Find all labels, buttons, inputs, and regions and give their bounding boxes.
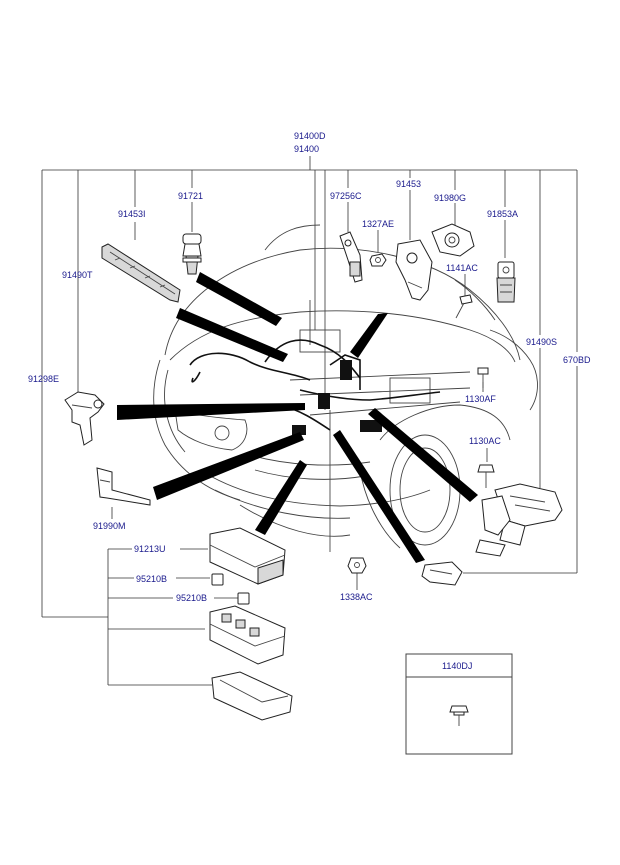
pointer-arrows <box>117 272 478 563</box>
label-1327AE[interactable]: 1327AE <box>362 219 394 229</box>
nut-1338AC[interactable] <box>347 557 367 574</box>
label-1338AC[interactable]: 1338AC <box>340 592 373 602</box>
bracket-91990M[interactable] <box>96 467 151 506</box>
fuse-box-middle[interactable] <box>209 605 286 665</box>
connector-91853A[interactable] <box>496 261 516 303</box>
label-97256C[interactable]: 97256C <box>330 191 362 201</box>
label-91213U[interactable]: 91213U <box>134 544 166 554</box>
sensor-bracket-91453[interactable] <box>395 239 433 301</box>
bracket-670BD[interactable] <box>421 561 463 586</box>
fuse-box-lower-tray[interactable] <box>211 671 293 721</box>
unit-91980G[interactable] <box>431 223 475 257</box>
label-95210B-2[interactable]: 95210B <box>176 593 207 603</box>
bolt-1130AF[interactable] <box>477 367 489 388</box>
label-91490S[interactable]: 91490S <box>526 337 557 347</box>
engine-wiring <box>189 339 441 435</box>
connector-bracket-91453I[interactable] <box>101 243 181 303</box>
relay-95210B-1[interactable] <box>211 573 224 586</box>
bolt-1141AC[interactable] <box>455 294 473 319</box>
bolt-1130AC[interactable] <box>477 464 495 488</box>
label-91400[interactable]: 91400 <box>294 144 319 154</box>
inset-box-1140DJ: 1140DJ <box>405 653 513 755</box>
protector-91298E[interactable] <box>64 391 105 446</box>
vehicle-front-outline <box>153 224 538 549</box>
label-91400D[interactable]: 91400D <box>294 131 326 141</box>
bolt-1140DJ[interactable] <box>449 705 469 726</box>
label-670BD[interactable]: 670BD <box>563 355 591 365</box>
label-91721[interactable]: 91721 <box>178 191 203 201</box>
label-1130AC[interactable]: 1130AC <box>469 436 501 446</box>
fuse-box-91213U[interactable] <box>209 527 286 585</box>
label-1140DJ[interactable]: 1140DJ <box>442 661 472 671</box>
label-91990M[interactable]: 91990M <box>93 521 126 531</box>
label-91853A[interactable]: 91853A <box>487 209 518 219</box>
label-91453[interactable]: 91453 <box>396 179 421 189</box>
label-1130AF[interactable]: 1130AF <box>465 394 496 404</box>
grommet-91721[interactable] <box>182 233 202 275</box>
label-91298E[interactable]: 91298E <box>28 374 59 384</box>
nut-1327AE[interactable] <box>369 253 387 267</box>
label-91980G[interactable]: 91980G <box>434 193 466 203</box>
label-95210B-1[interactable]: 95210B <box>136 574 167 584</box>
label-91453I[interactable]: 91453I <box>118 209 146 219</box>
connector-97256C[interactable] <box>339 231 363 283</box>
cover-91490S[interactable] <box>475 483 563 557</box>
label-1141AC[interactable]: 1141AC <box>446 263 478 273</box>
label-91490T[interactable]: 91490T <box>62 270 93 280</box>
leader-lines <box>41 156 578 686</box>
part-labels: 91400D 91400 91721 91453I 91490T 91298E … <box>28 131 591 603</box>
relay-95210B-2[interactable] <box>237 592 250 605</box>
